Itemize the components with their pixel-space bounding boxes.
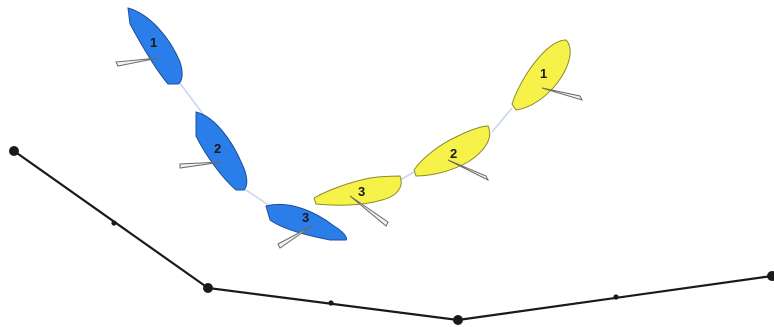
blue-boat-label-3: 3 [302,210,309,225]
blue-boat-label-2: 2 [214,141,221,156]
sail [115,57,159,67]
yellow-boat-position-2: 2 [413,125,491,182]
yellow-boat-label-3: 3 [358,184,365,199]
course-node [9,146,19,156]
sail [277,225,313,249]
yellow-hull [413,125,491,177]
blue-boat-label-1: 1 [150,35,157,50]
course-node [203,283,213,293]
yellow-hull [511,39,571,111]
sail [541,87,583,101]
yellow-connector [491,107,513,133]
yellow-track-connectors [399,107,513,181]
blue-hull [265,203,347,241]
blue-boat-position-3: 3 [265,203,347,249]
blue-hull [195,111,248,191]
course-tick [328,300,334,306]
sail [179,161,223,169]
blue-hull [127,7,183,85]
course-node [767,271,774,281]
yellow-boat-label-1: 1 [540,66,547,81]
course-line [9,146,774,325]
blue-boat-position-2: 2 [179,111,248,191]
yellow-boat-position-3: 3 [313,175,402,227]
blue-boat-position-1: 1 [115,7,183,85]
course-tick [613,294,619,300]
blue-connector [175,77,207,119]
course-node [453,315,463,325]
yellow-connector [399,171,415,181]
sail [447,159,490,182]
yellow-boat-label-2: 2 [450,146,457,161]
yellow-hull [313,175,402,206]
sail [349,195,389,227]
yellow-boat-position-1: 1 [511,39,583,111]
course-tick [111,220,117,226]
